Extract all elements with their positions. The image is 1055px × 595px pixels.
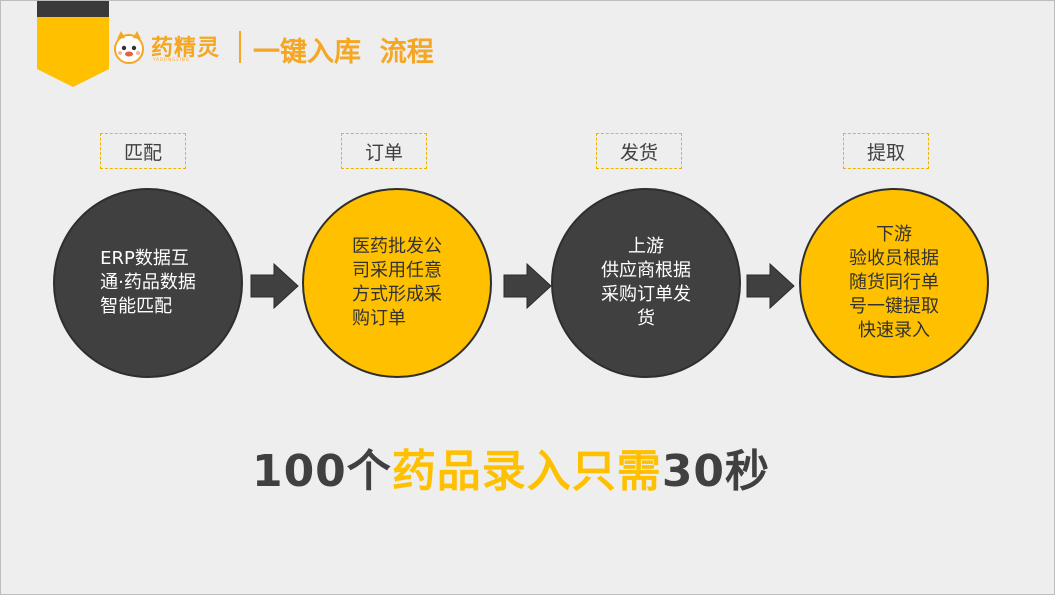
arrow-right-icon (250, 263, 299, 309)
step-circle-extract: 下游 验收员根据 随货同行单 号一键提取 快速录入 (799, 188, 989, 378)
logo-mascot-icon (114, 31, 144, 64)
corner-flag (37, 17, 109, 87)
tagline-part3: 30秒 (661, 446, 771, 497)
step-text-ship: 上游 供应商根据 采购订单发 货 (601, 236, 691, 329)
tagline-part1: 100个 (251, 446, 392, 497)
step-text-extract: 下游 验收员根据 随货同行单 号一键提取 快速录入 (849, 224, 939, 341)
header-divider (239, 31, 241, 63)
arrow-right-icon (746, 263, 795, 309)
step-label-order: 订单 (341, 133, 427, 169)
arrow-right-icon (503, 263, 552, 309)
corner-bar (37, 1, 109, 17)
step-label-extract: 提取 (843, 133, 929, 169)
brand-name: 药精灵 (151, 36, 221, 61)
step-circle-ship: 上游 供应商根据 采购订单发 货 (551, 188, 741, 378)
tagline-highlight: 药品录入只需 (391, 446, 662, 497)
tagline: 100个药品录入只需30秒 (1, 435, 1021, 499)
step-label-ship: 发货 (596, 133, 682, 169)
step-circle-order: 医药批发公 司采用任意 方式形成采 购订单 (302, 188, 492, 378)
step-text-match: ERP数据互 通·药品数据 智能匹配 (100, 248, 196, 317)
brand-subtext: YAOJINGLING (153, 57, 190, 62)
step-label-match: 匹配 (100, 133, 186, 169)
step-circle-match: ERP数据互 通·药品数据 智能匹配 (53, 188, 243, 378)
step-text-order: 医药批发公 司采用任意 方式形成采 购订单 (352, 236, 442, 329)
page-title: 一键入库 流程 (253, 37, 434, 68)
